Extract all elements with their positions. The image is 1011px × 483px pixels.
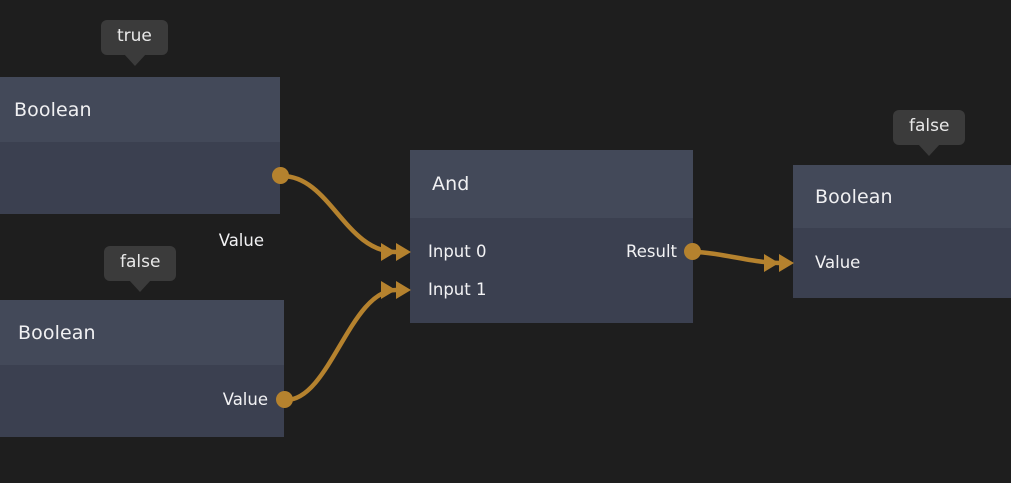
tooltip-text: true [117, 26, 152, 46]
input-port-arrow-input1[interactable] [396, 281, 411, 299]
output-port-row-result[interactable]: Result [626, 240, 677, 264]
output-port-row-value[interactable]: Value [219, 229, 264, 253]
output-port-dot-result[interactable] [684, 243, 701, 260]
node-body: Input 0 Input 1 Result [410, 218, 693, 323]
wire-boolean-bottom-to-input1 [283, 287, 399, 403]
output-port-label: Value [222, 389, 268, 409]
input-port-arrow-input0[interactable] [396, 243, 411, 261]
node-title-bar[interactable]: And [410, 150, 693, 218]
node-and[interactable]: And Input 0 Input 1 Result [410, 150, 693, 323]
node-title: Boolean [14, 98, 92, 121]
wire-result-to-value [689, 249, 783, 266]
input-port-row-input1[interactable]: Input 1 [428, 278, 486, 302]
output-port-label: Result [626, 241, 677, 261]
tooltip-boolean-bottom-left: false [104, 246, 177, 291]
node-title: And [432, 173, 470, 195]
node-boolean-bottom-left[interactable]: Boolean Value [0, 300, 284, 437]
node-boolean-top-left[interactable]: Boolean Value [0, 77, 280, 248]
tooltip-boolean-right: false [893, 110, 966, 155]
wire-arrowhead-boolean-right [764, 254, 779, 272]
tooltip-text: false [120, 252, 161, 272]
output-port-row-value[interactable]: Value [223, 388, 268, 412]
node-title-bar[interactable]: Boolean [0, 77, 280, 142]
input-port-arrow-boolean-right[interactable] [779, 254, 794, 272]
node-body: Value [793, 228, 1011, 298]
node-title: Boolean [18, 321, 96, 344]
input-port-row-input0[interactable]: Input 0 [428, 240, 486, 264]
input-port-row-value[interactable]: Value [815, 251, 860, 275]
node-boolean-right[interactable]: Boolean Value [793, 165, 1011, 298]
output-port-dot-boolean-bottom-left[interactable] [276, 391, 293, 408]
node-body: Value [0, 365, 284, 437]
tooltip-boolean-top-left: true [101, 20, 168, 65]
node-title: Boolean [815, 185, 893, 208]
node-body: Value [0, 142, 280, 248]
node-title-bar[interactable]: Boolean [793, 165, 1011, 228]
input-port-label: Input 1 [428, 279, 487, 299]
output-port-label: Value [218, 230, 264, 250]
tooltip-text: false [909, 116, 950, 136]
output-port-dot-boolean-top-left[interactable] [272, 167, 289, 184]
node-title-bar[interactable]: Boolean [0, 300, 284, 365]
input-port-label: Input 0 [428, 241, 487, 261]
wire-arrowhead-input0 [381, 243, 396, 261]
wire-boolean-top-to-input0 [279, 173, 399, 255]
wire-arrowhead-input1 [381, 281, 396, 299]
input-port-label: Value [815, 252, 861, 272]
